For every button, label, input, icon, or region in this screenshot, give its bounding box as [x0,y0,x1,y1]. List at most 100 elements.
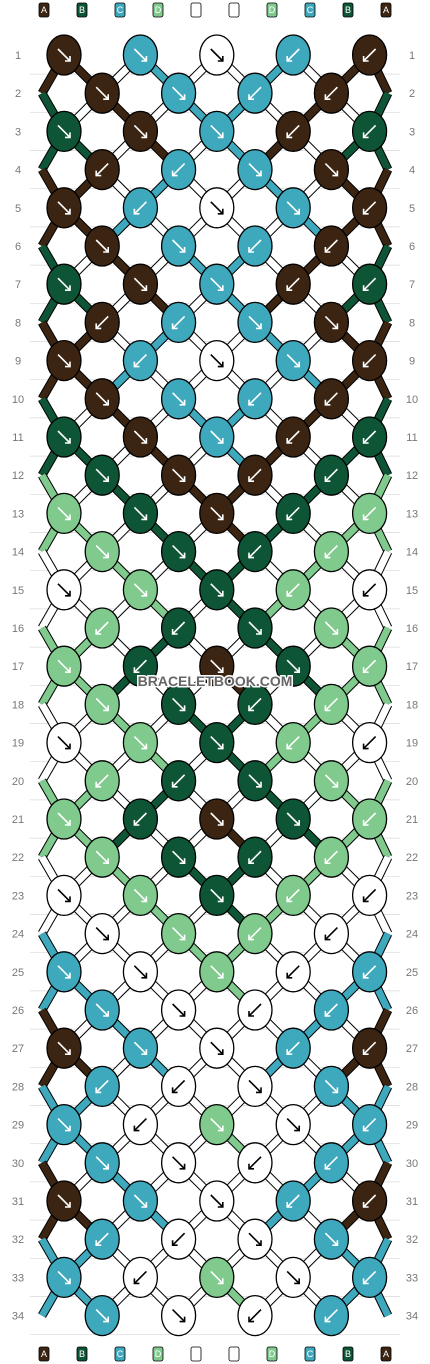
knot [46,1180,82,1222]
knot-arrow-icon [248,1232,262,1246]
knot-arrow-icon [286,506,300,520]
row-number-left: 24 [12,929,24,941]
knot-arrow-icon [133,277,147,291]
knot-arrowhead [103,858,109,865]
knot [46,645,82,687]
knot-arrowhead [217,438,224,444]
knot-arrow-icon [248,468,262,482]
knot [313,530,350,573]
knot-arrow-icon [133,1194,147,1208]
knot-arrowhead [133,1125,140,1132]
strand-tip [228,2,240,18]
knot [46,951,82,993]
knot [199,416,235,458]
knot [313,607,350,649]
strand-letter-top: D [152,2,164,18]
knot-arrowhead [362,972,369,979]
knot-arrow-icon [95,850,109,864]
strand-letter-text: B [79,1349,85,1359]
knot-arrow-icon [363,659,377,673]
strand-letter-top: B [342,2,354,18]
knot-arrowhead [294,361,301,368]
knot-arrowhead [141,896,148,903]
knot-arrowhead [65,56,71,62]
knot-arrow-icon [57,354,71,368]
strand-tip [114,1346,126,1362]
knot-arrow-icon [210,736,224,750]
knot-arrow-icon [286,736,300,750]
knot-arrowhead [65,896,71,903]
strand-letter-top: D [266,2,278,18]
knot-arrow-icon [210,201,224,215]
knot-arrow-icon [363,277,377,291]
knot [46,1027,82,1069]
knot-arrow-icon [210,430,224,444]
knot [84,607,120,649]
knot [84,912,120,955]
knot-arrowhead [179,1163,186,1170]
row-number-left: 15 [12,585,24,597]
knot-arrow-icon [248,315,262,329]
knot-arrow-icon [286,48,300,62]
row-number-right: 24 [406,929,418,941]
row-number-left: 6 [15,241,21,253]
knot-arrowhead [171,781,178,788]
strand-letter-top: A [38,2,50,18]
knot-arrow-icon [95,1232,109,1246]
knot-arrowhead [65,208,71,215]
knot-arrow-icon [324,315,338,329]
knot [237,683,273,726]
knot-arrowhead [65,1125,71,1132]
row-number-left: 21 [12,814,24,826]
knot-arrow-icon [57,888,71,902]
knot-arrowhead [324,934,331,941]
row-number-right: 32 [406,1234,418,1246]
knot [122,492,159,535]
knot-arrowhead [286,1049,293,1055]
knot-arrowhead [256,781,262,788]
knot-arrow-icon [95,1156,109,1170]
knot [122,1180,159,1222]
knot-arrow-icon [210,1118,224,1132]
knot-arrow-icon [286,1194,300,1208]
knot [237,760,273,802]
strand-letter-text: B [79,5,85,15]
knot [275,492,311,535]
knot [237,301,273,344]
knot-arrowhead [217,1125,224,1132]
strand-tip [152,1346,164,1362]
knot-arrow-icon [95,1309,109,1323]
knot-arrowhead [294,820,301,826]
knot-arrow-icon [363,201,377,215]
row-number-right: 8 [409,317,415,329]
strand-letter-bottom: C [304,1346,316,1362]
knot-arrowhead [141,743,148,750]
row-number-left: 14 [12,547,24,559]
row-number-right: 9 [409,356,415,368]
knot-arrow-icon [363,1118,377,1132]
knot-arrowhead [103,399,109,406]
knot-arrowhead [256,1240,262,1246]
row-number-right: 21 [406,814,418,826]
knot-arrowhead [248,858,254,865]
knot [313,225,350,267]
knot-arrow-icon [210,1041,224,1055]
row-number-left: 2 [15,88,21,100]
strand-letter-bottom: D [152,1346,164,1362]
row-number-left: 30 [12,1158,24,1170]
strand-tip [266,2,278,18]
knot [313,836,350,878]
knot-arrowhead [362,514,369,521]
knot [46,110,82,153]
knot-arrow-icon [172,927,186,941]
knot-arrowhead [65,361,71,368]
row-number-left: 10 [12,394,24,406]
knot-arrow-icon [95,239,109,253]
row-number-right: 3 [409,126,415,138]
knot [237,530,273,573]
row-number-right: 27 [406,1043,418,1055]
knot-arrowhead [141,1202,148,1208]
knot-arrow-icon [172,697,186,711]
knot-arrowhead [103,1163,109,1170]
knot-arrowhead [217,285,224,292]
